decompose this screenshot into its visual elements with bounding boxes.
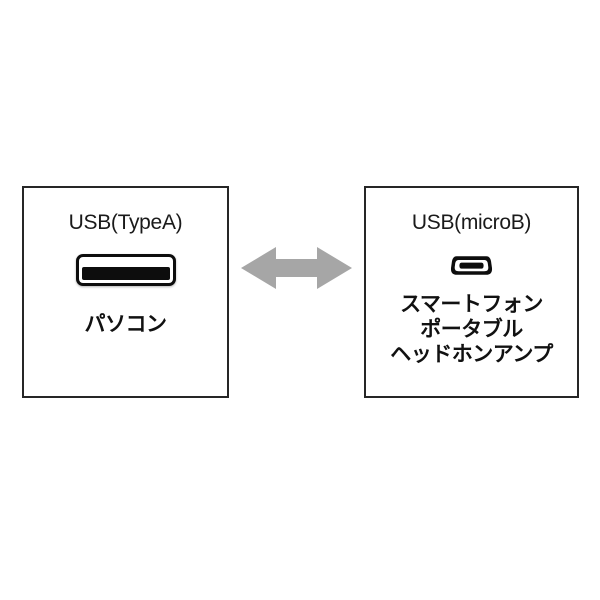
device-box-left-content: USB(TypeA) パソコン — [24, 188, 227, 396]
device-box-right: USB(microB) スマートフォン ポータブル ヘッドホンアンプ — [364, 186, 579, 398]
double-headed-arrow-icon — [241, 247, 352, 289]
port-label-type-a: USB(TypeA) — [68, 211, 183, 234]
port-label-micro-b: USB(microB) — [411, 211, 532, 234]
usb-micro-b-connector-icon — [450, 253, 493, 278]
device-name-portable: ポータブル — [420, 317, 523, 341]
device-names-left: パソコン — [84, 313, 168, 338]
usb-type-a-connector-icon — [75, 254, 176, 286]
device-box-right-content: USB(microB) スマートフォン ポータブル ヘッドホンアンプ — [366, 188, 577, 396]
device-box-left: USB(TypeA) パソコン — [22, 186, 229, 398]
device-name-smartphone: スマートフォン — [400, 293, 543, 316]
device-name-pc: パソコン — [84, 313, 168, 336]
device-names-right: スマートフォン ポータブル ヘッドホンアンプ — [390, 293, 553, 367]
device-name-headphone-amp: ヘッドホンアンプ — [390, 342, 553, 366]
usb-type-a-contact-bar — [81, 267, 170, 280]
